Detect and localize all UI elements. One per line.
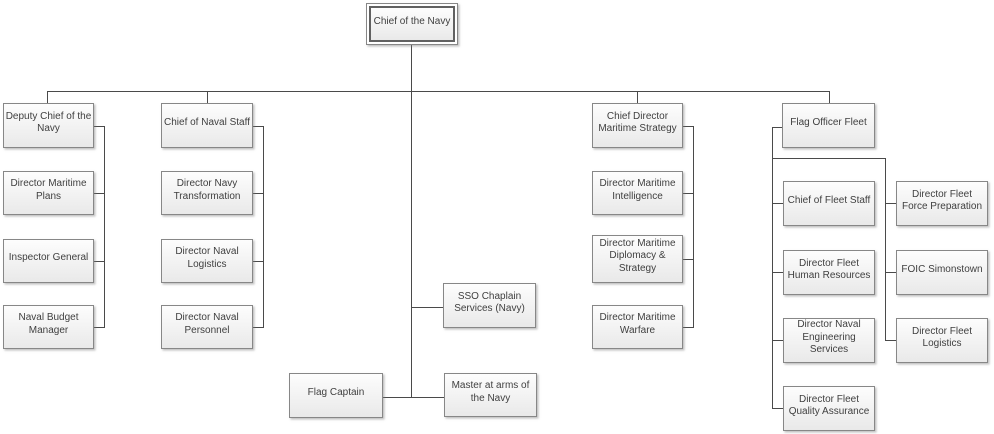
connector-stub-branch-2 [207,91,208,103]
org-node-director-naval-engineering-services[interactable]: Director Naval Engineering Services [783,318,875,363]
org-node-chief-director-maritime-strategy[interactable]: Chief Director Maritime Strategy [592,103,683,148]
connector-rail-col2 [263,126,264,328]
connector-rail-col3 [693,126,694,328]
connector-col2-child2 [253,261,263,262]
connector-stub-branch-4 [829,91,830,103]
org-node-chief-of-naval-staff[interactable]: Chief of Naval Staff [161,103,253,148]
connector-stub-branch-1 [47,91,48,103]
connector-col3-child1 [683,193,693,194]
org-node-naval-budget-manager[interactable]: Naval Budget Manager [3,305,94,349]
org-node-director-maritime-diplomacy-strategy[interactable]: Director Maritime Diplomacy & Strategy [592,235,683,283]
connector-fleet-right-child1 [885,203,896,204]
org-node-director-navy-transformation[interactable]: Director Navy Transformation [161,171,253,215]
connector-col3-child3 [683,327,693,328]
org-node-director-fleet-quality-assurance[interactable]: Director Fleet Quality Assurance [783,386,875,431]
connector-main-horizontal [47,91,830,92]
connector-col2-head [253,126,263,127]
connector-col1-child1 [94,193,104,194]
org-node-chief-of-fleet-staff[interactable]: Chief of Fleet Staff [783,181,875,226]
connector-rail-fleet-right [885,158,886,340]
org-node-director-fleet-human-resources[interactable]: Director Fleet Human Resources [783,250,875,295]
connector-sso-chaplain [411,307,443,308]
org-node-director-fleet-force-preparation[interactable]: Director Fleet Force Preparation [896,181,988,226]
connector-col3-head [683,126,693,127]
connector-col1-child2 [94,261,104,262]
connector-col1-head [94,126,104,127]
connector-flag-captain-master [383,397,444,398]
connector-fleet-right-child2 [885,272,896,273]
connector-rail-fleet-left [772,127,773,408]
org-node-sso-chaplain-services[interactable]: SSO Chaplain Services (Navy) [443,283,536,328]
connector-col1-child3 [94,327,104,328]
org-node-director-maritime-plans[interactable]: Director Maritime Plans [3,171,94,215]
connector-col2-child1 [253,193,263,194]
org-node-flag-captain[interactable]: Flag Captain [289,373,383,418]
connector-fleet-left-child2 [772,272,783,273]
connector-fleet-cross [772,158,885,159]
org-node-director-maritime-warfare[interactable]: Director Maritime Warfare [592,305,683,349]
connector-col3-child2 [683,259,693,260]
connector-fleet-left-child1 [772,203,783,204]
connector-rail-col1 [104,126,105,328]
org-node-deputy-chief-of-the-navy[interactable]: Deputy Chief of the Navy [3,103,94,148]
org-node-foic-simonstown[interactable]: FOIC Simonstown [896,250,988,295]
org-node-director-fleet-logistics[interactable]: Director Fleet Logistics [896,318,988,363]
connector-fleet-head [772,127,782,128]
org-node-master-at-arms[interactable]: Master at arms of the Navy [444,373,537,417]
connector-fleet-left-child4 [772,408,783,409]
org-node-director-naval-logistics[interactable]: Director Naval Logistics [161,239,253,283]
connector-fleet-left-child3 [772,340,783,341]
org-node-chief-of-the-navy[interactable]: Chief of the Navy [366,3,458,45]
org-node-inspector-general[interactable]: Inspector General [3,239,94,283]
connector-center-vertical [411,45,412,397]
connector-stub-branch-3 [637,91,638,103]
connector-col2-child3 [253,327,263,328]
connector-fleet-right-child3 [885,340,896,341]
org-node-flag-officer-fleet[interactable]: Flag Officer Fleet [782,103,875,148]
org-node-director-naval-personnel[interactable]: Director Naval Personnel [161,305,253,349]
org-node-director-maritime-intelligence[interactable]: Director Maritime Intelligence [592,171,683,215]
org-node-chief-of-the-navy-label: Chief of the Navy [369,6,455,42]
